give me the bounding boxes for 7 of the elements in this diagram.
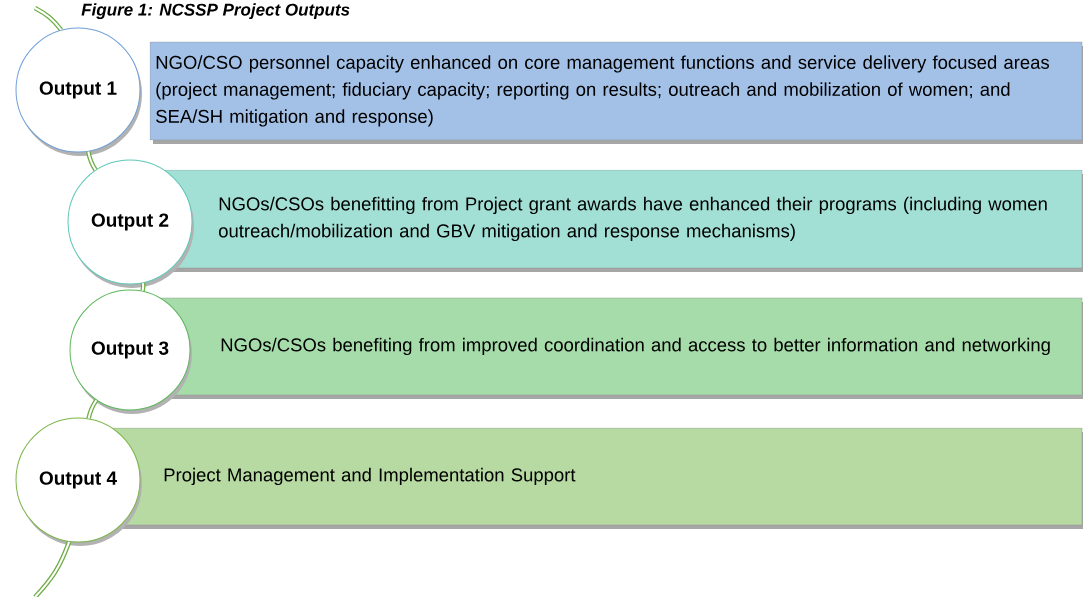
connector-line — [86, 399, 99, 420]
connector-line — [140, 282, 146, 292]
connector-line — [33, 5, 63, 32]
figure-title: Figure 1: NCSSP Project Outputs — [81, 3, 350, 20]
connector-line — [86, 150, 98, 172]
output-band: NGO/CSO personnel capacity enhanced on core management functions and service delivery focused areas (project management; fiduciary capacity; reporting on results; outreach and mobilization of women; and SEA/SH mitigation and response) — [149, 41, 1083, 144]
connector-line — [33, 540, 72, 597]
